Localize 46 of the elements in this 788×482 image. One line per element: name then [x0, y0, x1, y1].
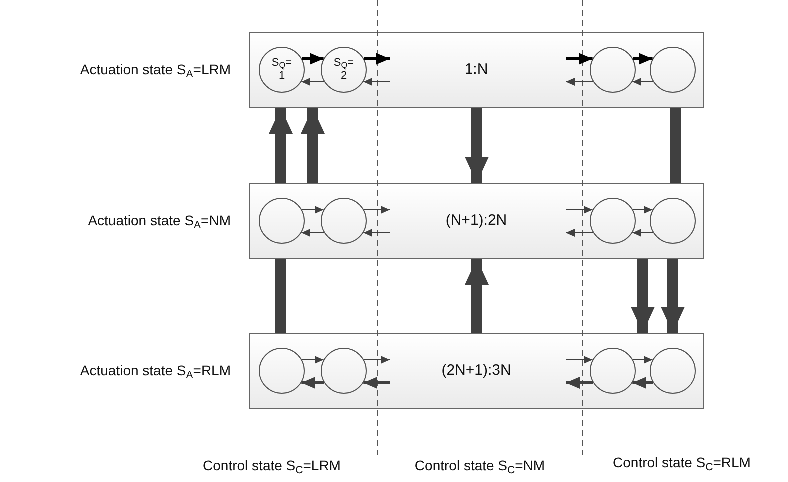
row-label: Actuation state S$_{A}$=NM — [88, 212, 231, 232]
row-label: Actuation state S$_{A}$=RLM — [80, 362, 231, 382]
arrow — [301, 78, 325, 86]
transition-bar — [670, 108, 682, 183]
state-band — [249, 333, 704, 409]
transition-arrow — [465, 259, 489, 333]
arrow — [566, 78, 594, 86]
arrow — [364, 206, 390, 214]
arrow — [566, 206, 594, 214]
state-band — [249, 32, 704, 108]
arrow — [632, 206, 654, 214]
arrow — [632, 229, 654, 237]
arrow — [566, 229, 594, 237]
arrow — [363, 78, 390, 86]
arrow — [566, 356, 594, 364]
arrow — [566, 377, 594, 389]
arrow — [363, 229, 390, 237]
circle-label: S$_{Q}$= 1 — [270, 57, 294, 83]
transition-arrow — [269, 108, 293, 183]
arrow — [302, 53, 324, 65]
index-range: (N+1):2N — [446, 210, 508, 231]
state-band — [249, 183, 704, 259]
transition-arrow — [631, 259, 655, 333]
arrow — [364, 53, 390, 65]
column-label: Control state S$_{C}$=LRM — [203, 456, 341, 476]
arrow — [302, 377, 324, 389]
arrow — [632, 78, 654, 86]
arrow — [302, 206, 324, 214]
arrow — [632, 356, 654, 364]
arrow — [633, 53, 653, 65]
arrow — [302, 356, 324, 364]
column-label: Control state S$_{C}$=RLM — [613, 454, 751, 474]
arrow — [301, 229, 325, 237]
transition-bar — [276, 259, 286, 333]
index-range: 1:N — [464, 60, 488, 80]
transition-arrow — [465, 108, 489, 183]
transition-arrow — [661, 259, 685, 333]
transition-arrow — [301, 108, 325, 183]
arrow — [632, 377, 654, 389]
column-label: Control state S$_{C}$=NM — [414, 456, 546, 476]
index-range: (2N+1):3N — [442, 360, 512, 381]
circle-label: S$_{Q}$= 2 — [332, 57, 356, 83]
arrow — [364, 377, 390, 389]
row-label: Actuation state S$_{A}$=LRM — [80, 60, 231, 80]
arrow — [566, 53, 593, 65]
arrow — [364, 356, 390, 364]
